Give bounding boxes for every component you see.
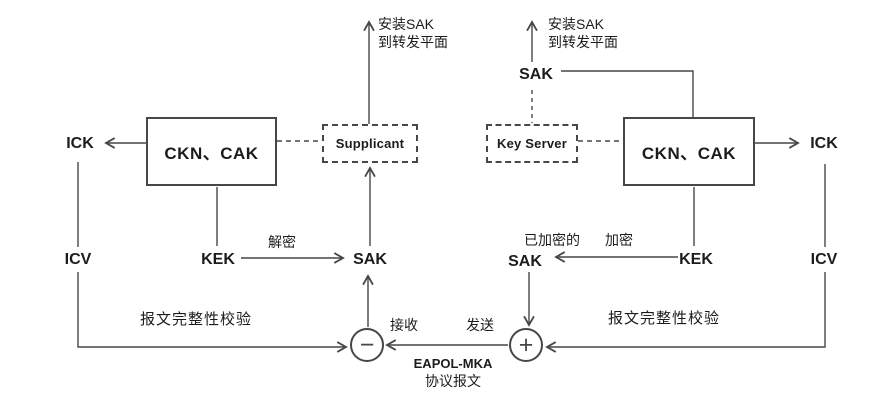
kek-right-label: KEK: [679, 251, 713, 268]
left-cak-box-label: CKN、CAK: [164, 144, 259, 163]
right-cak-box: CKN、CAK: [623, 117, 755, 186]
encrypted-label: 已加密的: [524, 232, 580, 248]
send-label: 发送: [466, 317, 494, 333]
install-sak-right-label: 安装SAK 到转发平面: [548, 15, 618, 51]
line-sak-top-to-rightbox: [561, 70, 694, 117]
plus-icon: +: [518, 330, 534, 359]
install-sak-left-line1: 安装SAK: [378, 16, 435, 32]
supplicant-box-label: Supplicant: [335, 136, 405, 151]
icv-right-label: ICV: [810, 251, 838, 268]
sak-left-label: SAK: [353, 251, 387, 268]
install-sak-right-line2: 到转发平面: [548, 34, 618, 50]
integrity-check-left-label: 报文完整性校验: [139, 311, 252, 328]
send-combiner-node: +: [509, 328, 543, 362]
eapol-mka-line1: EAPOL-MKA: [413, 356, 493, 371]
encrypted-sak-label: SAK: [508, 253, 542, 270]
integrity-check-right-label: 报文完整性校验: [607, 310, 720, 327]
icv-left-label: ICV: [64, 251, 92, 268]
receive-label: 接收: [390, 317, 418, 333]
right-cak-box-label: CKN、CAK: [641, 144, 737, 163]
key-server-box: Key Server: [486, 124, 578, 163]
eapol-mka-line2: 协议报文: [425, 373, 481, 389]
encrypt-label: 加密: [605, 232, 633, 248]
decrypt-label: 解密: [268, 234, 296, 250]
arrow-icv-left-to-receive-node: [77, 272, 348, 353]
arrow-icv-right-to-send-node: [545, 272, 826, 353]
minus-icon: −: [359, 330, 375, 359]
receive-combiner-node: −: [350, 328, 384, 362]
supplicant-box: Supplicant: [322, 124, 418, 163]
install-sak-left-line2: 到转发平面: [378, 34, 448, 50]
left-cak-box: CKN、CAK: [146, 117, 277, 186]
install-sak-right-line1: 安装SAK: [548, 16, 605, 32]
sak-top-right-label: SAK: [519, 66, 553, 83]
kek-left-label: KEK: [201, 251, 235, 268]
key-server-box-label: Key Server: [497, 136, 567, 151]
eapol-mka-label: EAPOL-MKA 协议报文: [398, 356, 508, 390]
install-sak-left-label: 安装SAK 到转发平面: [378, 15, 448, 51]
ick-left-label: ICK: [66, 135, 94, 152]
ick-right-label: ICK: [810, 135, 838, 152]
